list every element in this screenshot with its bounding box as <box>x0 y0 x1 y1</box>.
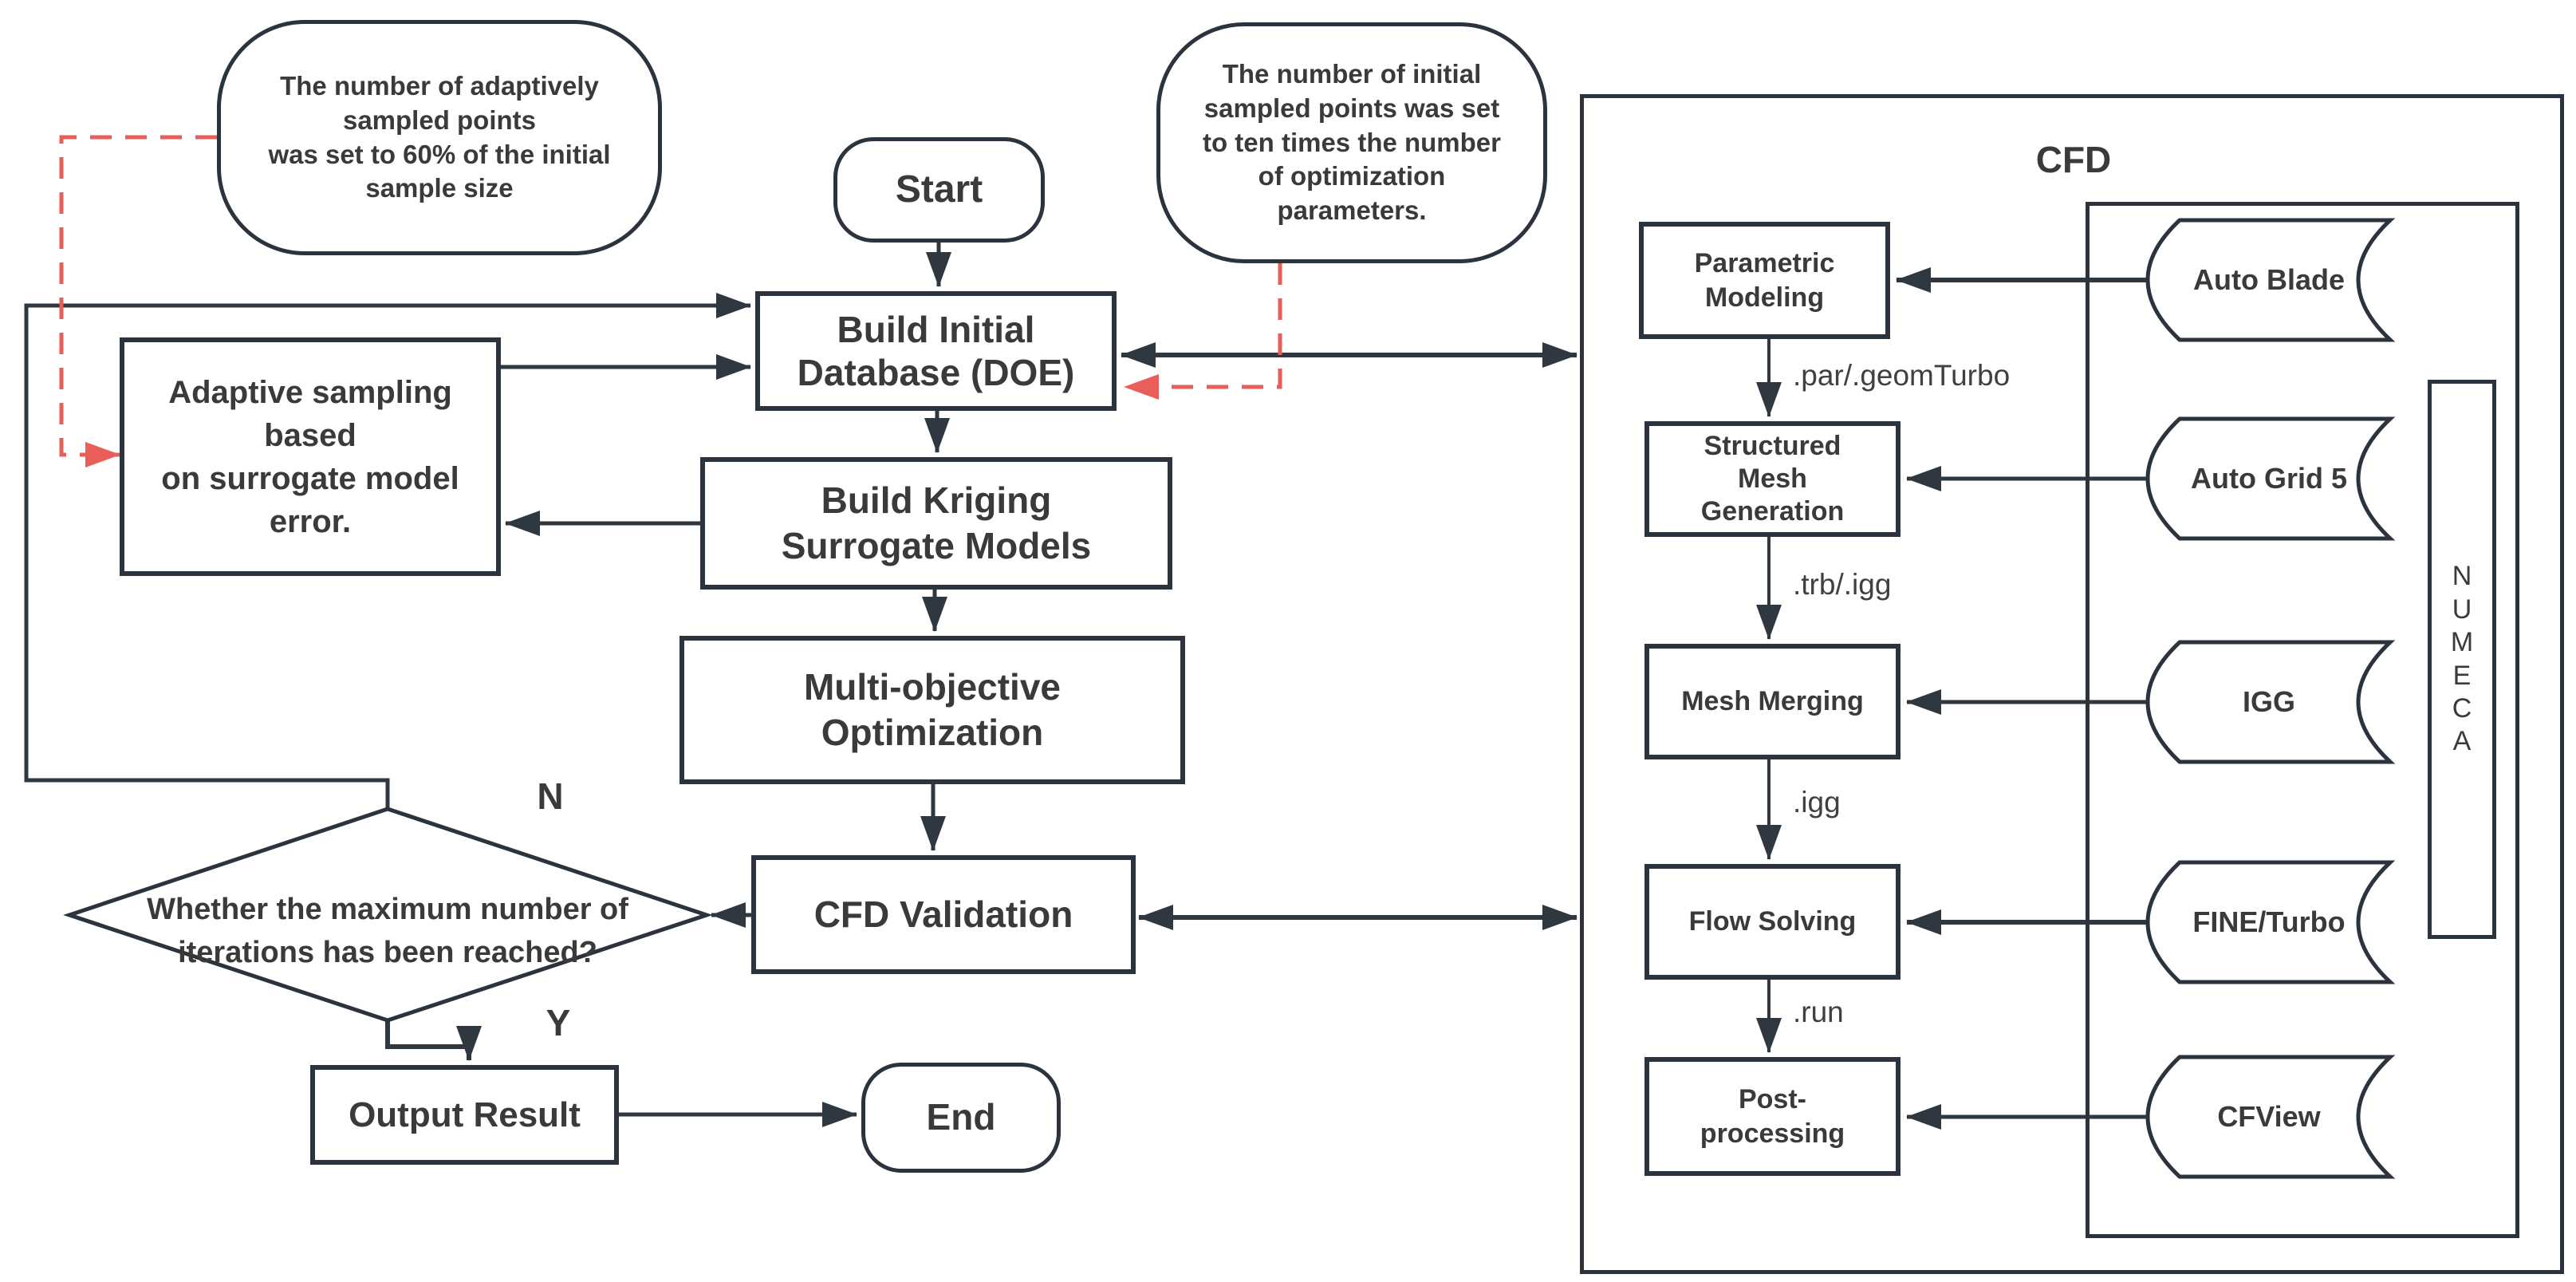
tool-label-igg: IGG <box>2242 685 2295 718</box>
red-dashed-adaptive-note-link <box>59 135 217 467</box>
red-dashed-initial-note-link <box>1124 263 1282 400</box>
post-processing-node: Post- processing <box>1644 1057 1900 1176</box>
decision-label: Whether the maximum number of iterations… <box>147 893 628 969</box>
note-initial-sample-size: The number of initial sampled points was… <box>1156 22 1547 263</box>
parametric-modeling-node: Parametric Modeling <box>1639 222 1890 339</box>
file-label-run: .run <box>1793 996 1844 1028</box>
note-adaptive-sample-size: The number of adaptively sampled points … <box>217 20 662 255</box>
file-label-trb-igg: .trb/.igg <box>1793 568 1892 601</box>
stored-data-shape-cfview <box>2145 1055 2396 1179</box>
output-result-node: Output Result <box>310 1065 619 1165</box>
stored-data-shape-autogrid <box>2145 416 2396 541</box>
arrow-decision-no-loop-to-db <box>24 293 751 809</box>
build-kriging-node: Build Kriging Surrogate Models <box>700 457 1172 590</box>
structured-mesh-generation-node: Structured Mesh Generation <box>1644 421 1900 537</box>
file-label-igg: .igg <box>1793 786 1841 819</box>
tool-label-autogrid: Auto Grid 5 <box>2191 462 2347 495</box>
cfd-group-box <box>1580 94 2564 1274</box>
cfd-group-title: CFD <box>2035 139 2112 180</box>
flow-solving-node: Flow Solving <box>1644 864 1900 980</box>
numeca-tools-group-box <box>2086 202 2519 1238</box>
start-node: Start <box>833 137 1045 243</box>
tool-label-autoblade: Auto Blade <box>2192 263 2345 296</box>
decision-diamond <box>63 807 713 1023</box>
decision-no-label: N <box>537 775 564 817</box>
end-node: End <box>861 1063 1061 1173</box>
cfd-validation-node: CFD Validation <box>751 855 1136 974</box>
file-label-par-geomturbo: .par/.geomTurbo <box>1793 359 2011 392</box>
multi-objective-node: Multi-objective Optimization <box>679 636 1185 784</box>
adaptive-sampling-node: Adaptive sampling based on surrogate mod… <box>120 337 501 576</box>
stored-data-shape-autoblade <box>2145 218 2396 342</box>
numeca-vendor-label: N U M E C A <box>2428 380 2496 939</box>
stored-data-shape-igg <box>2145 640 2396 764</box>
build-initial-database-node: Build Initial Database (DOE) <box>755 291 1117 411</box>
decision-yes-label: Y <box>546 1002 571 1043</box>
mesh-merging-node: Mesh Merging <box>1644 644 1900 759</box>
arrow-decision-yes-to-output <box>385 1020 482 1061</box>
stored-data-shape-fineturbo <box>2145 860 2396 984</box>
tool-label-fineturbo: FINE/Turbo <box>2192 905 2346 938</box>
tool-label-cfview: CFView <box>2217 1100 2321 1133</box>
